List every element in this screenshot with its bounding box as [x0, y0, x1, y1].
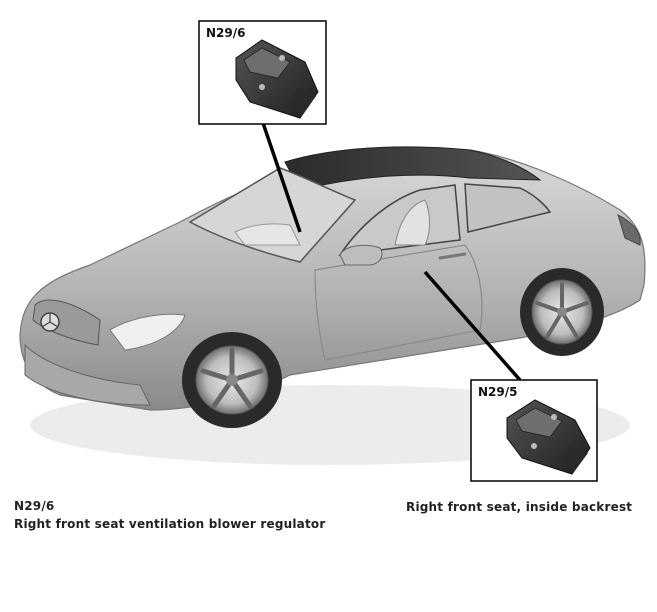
headlight [109, 313, 186, 351]
door-handle [438, 252, 467, 260]
brand-emblem [40, 312, 60, 332]
tail-light [617, 214, 641, 246]
seat-visible [394, 199, 430, 246]
door-outline [314, 244, 483, 361]
rear-wheel [520, 268, 604, 356]
seat-interior [234, 223, 301, 246]
leader-line-top [260, 119, 302, 233]
blower-regulator-module-top [235, 39, 319, 119]
caption-component-code: N29/6 [14, 499, 55, 513]
callout-label-top: N29/6 [206, 26, 246, 40]
car-roof [284, 146, 542, 191]
front-bumper [24, 343, 151, 406]
caption-location-description: Right front seat, inside backrest [406, 500, 633, 514]
callout-label-bottom: N29/5 [478, 385, 518, 399]
front-wheel [182, 332, 282, 428]
caption-component-description: Right front seat ventilation blower regu… [14, 517, 326, 531]
side-mirror [339, 244, 383, 266]
blower-regulator-module-bottom [506, 399, 591, 475]
windshield [188, 167, 357, 263]
side-window-rear [464, 183, 552, 233]
leader-line-bottom [423, 270, 522, 382]
